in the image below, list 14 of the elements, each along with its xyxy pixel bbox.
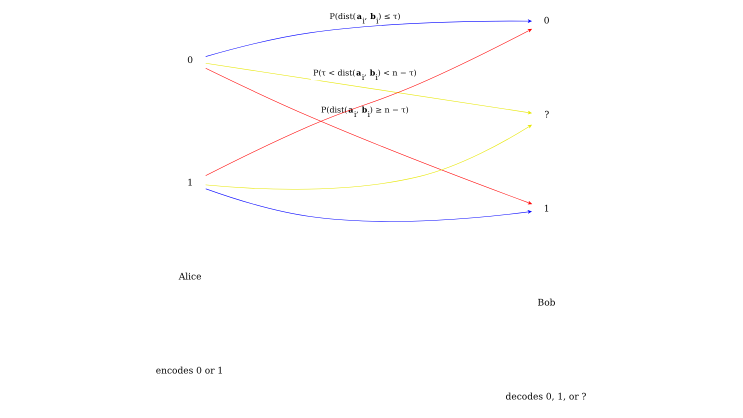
arrow (204, 19, 532, 57)
node-text: 1 (543, 204, 550, 214)
label: Bob (537, 298, 555, 308)
label: decodes 0, 1, or ? (505, 392, 586, 402)
node-text: 0 (543, 16, 550, 27)
label: Alice (178, 272, 201, 282)
arrow (204, 124, 532, 190)
label: encodes 0 or 1 (155, 366, 223, 376)
arrow (204, 188, 532, 222)
node-text: 1 (186, 178, 192, 188)
node-text: 0 (186, 56, 192, 66)
node-text: ? (544, 110, 549, 120)
arrow (204, 62, 532, 114)
arrow (204, 28, 532, 176)
